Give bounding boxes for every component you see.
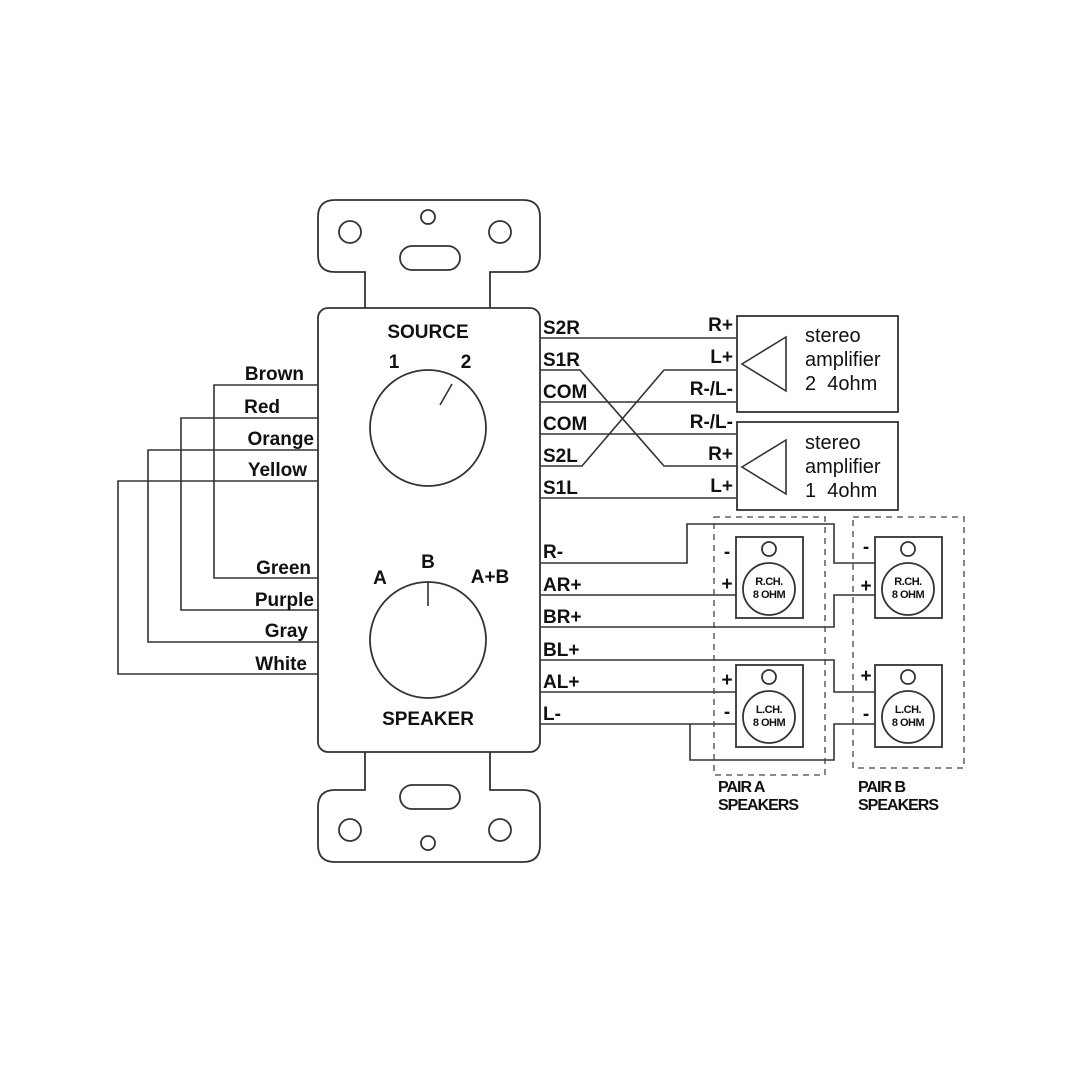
pair-b-dashed-outline <box>852 516 965 769</box>
speaker-a-left-label: L.CH. <box>756 704 783 716</box>
terminal-s1l: S1L <box>543 478 578 499</box>
pair-a-label-2: SPEAKERS <box>718 797 799 814</box>
screw-hole-icon <box>338 220 362 244</box>
minus-terminal: - <box>724 542 730 563</box>
plus-terminal: + <box>721 574 732 595</box>
speaker-position-a: A <box>373 568 387 589</box>
amp2-input-common: R-/L- <box>690 379 733 400</box>
speaker-hole-icon <box>761 541 777 557</box>
terminal-com: COM <box>543 382 587 403</box>
right-terminals: S2R S1R COM COM S2L S1L R- AR+ BR+ BL+ A… <box>540 318 875 761</box>
amplifier-triangle-icon <box>740 335 787 393</box>
speaker-a-left-ohm: 8 OHM <box>753 717 786 729</box>
wire-label-white: White <box>255 654 307 675</box>
amp2-input-l-plus: L+ <box>710 347 733 368</box>
speaker-hole-icon <box>900 669 916 685</box>
screw-hole-icon <box>420 209 436 225</box>
amp2-input-r-plus: R+ <box>708 315 733 336</box>
screw-hole-icon <box>488 220 512 244</box>
plus-terminal: + <box>860 666 871 687</box>
wall-plate: SOURCE 1 2 A B A+B SPEAKER <box>317 199 541 863</box>
source-knob[interactable] <box>369 369 487 487</box>
pair-b-label-2: SPEAKERS <box>858 797 939 814</box>
slot-icon <box>399 784 461 810</box>
wire-label-green: Green <box>256 558 311 579</box>
speaker-b-left-label: L.CH. <box>895 704 922 716</box>
terminal-s2r: S2R <box>543 318 580 339</box>
pair-a-speakers: R.CH. 8 OHM - + L.CH. 8 OHM + - PAIR A S… <box>713 516 826 814</box>
pair-b-speakers: R.CH. 8 OHM - + L.CH. 8 OHM + - PAIR B S… <box>852 516 965 814</box>
amp2-line-3: 2 4ohm <box>805 373 877 395</box>
left-wires: Brown Red Orange Yellow Green Purple Gra… <box>117 364 318 675</box>
terminal-s2l: S2L <box>543 446 578 467</box>
terminal-r-minus: R- <box>543 542 563 563</box>
source-knob-pointer <box>439 383 453 406</box>
wire-label-red: Red <box>244 397 280 418</box>
speaker-b-left-ohm: 8 OHM <box>892 717 925 729</box>
pair-a-dashed-outline <box>713 516 826 776</box>
amp2-line-1: stereo <box>805 325 861 347</box>
speaker-position-ab: A+B <box>471 567 510 588</box>
terminal-br-plus: BR+ <box>543 607 582 628</box>
terminal-ar-plus: AR+ <box>543 575 582 596</box>
plus-terminal: + <box>721 670 732 691</box>
speaker-a-right-label: R.CH. <box>755 576 783 588</box>
terminal-l-minus: L- <box>543 704 561 725</box>
speaker-b-right-label: R.CH. <box>894 576 922 588</box>
amp1-input-l-plus: L+ <box>710 476 733 497</box>
screw-hole-icon <box>488 818 512 842</box>
amplifier-1-box <box>736 421 899 511</box>
amp1-line-3: 1 4ohm <box>805 480 877 502</box>
speaker-cone-icon <box>742 690 796 744</box>
amplifier-triangle-icon <box>740 438 787 496</box>
amplifier-2-box <box>736 315 899 413</box>
plus-terminal: + <box>860 576 871 597</box>
screw-hole-icon <box>338 818 362 842</box>
amplifier-2: R+ L+ R-/L- stereo amplifier 2 4ohm <box>690 315 899 413</box>
pair-b-label: PAIR B <box>858 779 905 796</box>
terminal-bl-plus: BL+ <box>543 640 579 661</box>
source-position-1: 1 <box>389 352 400 373</box>
speaker-cone-icon <box>881 562 935 616</box>
amplifier-1: R-/L- R+ L+ stereo amplifier 1 4ohm <box>690 412 899 511</box>
terminal-com: COM <box>543 414 587 435</box>
amp1-input-common: R-/L- <box>690 412 733 433</box>
speaker-hole-icon <box>900 541 916 557</box>
amp1-line-1: stereo <box>805 432 861 454</box>
minus-terminal: - <box>863 704 869 725</box>
pair-a-label: PAIR A <box>718 779 766 796</box>
wire-label-gray: Gray <box>265 621 309 642</box>
speaker-cone-icon <box>881 690 935 744</box>
speaker-position-b: B <box>421 552 435 573</box>
terminal-s1r: S1R <box>543 350 580 371</box>
source-position-2: 2 <box>461 352 472 373</box>
speaker-label: SPEAKER <box>382 709 474 730</box>
speaker-a-right-ohm: 8 OHM <box>753 589 786 601</box>
source-label: SOURCE <box>387 322 468 343</box>
minus-terminal: - <box>863 537 869 558</box>
wire-label-yellow: Yellow <box>248 460 307 481</box>
slot-icon <box>399 245 461 271</box>
wire-label-purple: Purple <box>255 590 314 611</box>
wire-label-brown: Brown <box>245 364 304 385</box>
amp1-input-r-plus: R+ <box>708 444 733 465</box>
screw-hole-icon <box>420 835 436 851</box>
minus-terminal: - <box>724 702 730 723</box>
speaker-hole-icon <box>761 669 777 685</box>
amp2-line-2: amplifier <box>805 349 881 371</box>
amp1-line-2: amplifier <box>805 456 881 478</box>
speaker-b-right-ohm: 8 OHM <box>892 589 925 601</box>
wire-label-orange: Orange <box>247 429 314 450</box>
speaker-cone-icon <box>742 562 796 616</box>
terminal-al-plus: AL+ <box>543 672 579 693</box>
